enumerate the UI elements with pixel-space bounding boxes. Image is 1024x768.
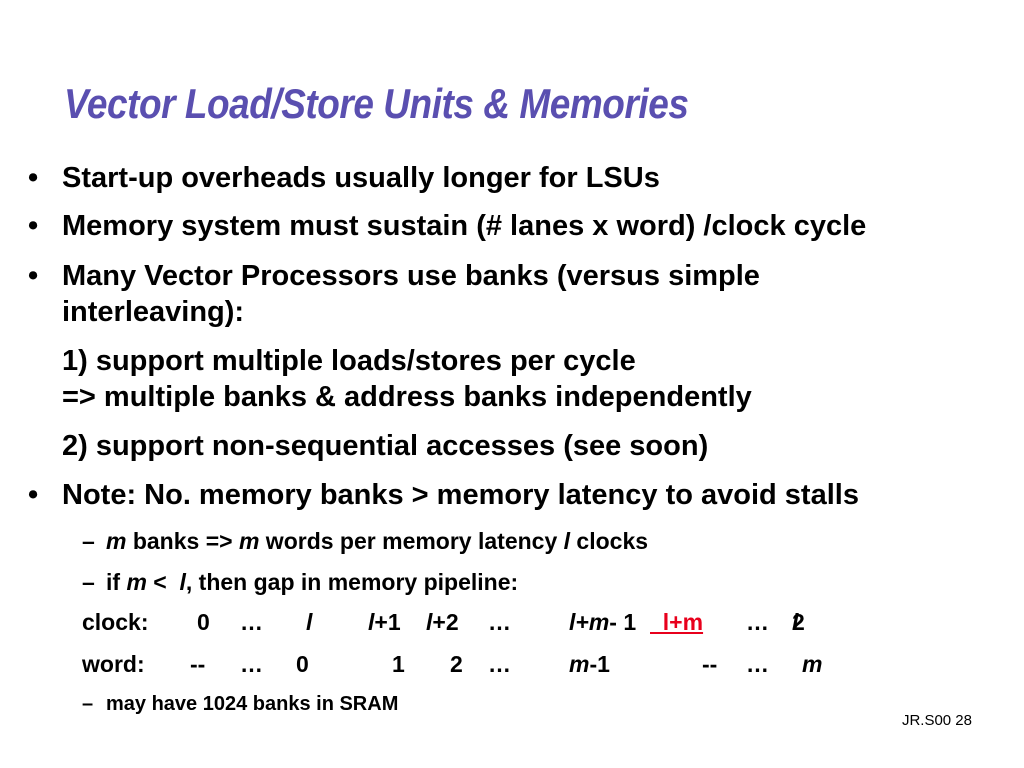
word-label: word: bbox=[82, 651, 145, 677]
numbered-point: 2) support non-sequential accesses (see … bbox=[62, 430, 709, 462]
text-part: clocks bbox=[570, 528, 649, 554]
text-part: if bbox=[106, 569, 127, 595]
clock-cell: l+1 bbox=[368, 608, 401, 636]
word-cell: … bbox=[240, 651, 263, 677]
clock-cell: l+2 bbox=[426, 608, 459, 636]
word-cell: m bbox=[802, 651, 823, 677]
word-cell: … bbox=[746, 651, 769, 677]
var-l: l bbox=[179, 569, 186, 595]
word-cell: -- bbox=[190, 651, 206, 677]
var-l: l bbox=[368, 609, 375, 635]
bullet-text: Note: No. memory banks > memory latency … bbox=[62, 479, 859, 511]
bullet-text: Many Vector Processors use banks (versus… bbox=[62, 260, 760, 292]
sub-bullet-text: m banks => m words per memory latency l … bbox=[106, 527, 648, 555]
var-l: l bbox=[563, 528, 571, 554]
var-m: m bbox=[126, 569, 147, 595]
word-cell: 2 bbox=[450, 651, 463, 677]
clock-label: clock: bbox=[82, 609, 149, 635]
clock-cell-highlight: l+m bbox=[650, 609, 704, 635]
text-part: -1 bbox=[589, 651, 610, 677]
word-cell: m-1 bbox=[569, 650, 610, 678]
clock-row: clock: 0 … l l+1 l+2 … l+m- 1 l+m … 2 l bbox=[82, 608, 882, 636]
var-m: +m bbox=[575, 609, 610, 635]
var-m: m bbox=[569, 651, 590, 677]
text-part: 2 bbox=[792, 609, 805, 635]
text-part: - 1 bbox=[609, 609, 637, 635]
clock-cell: … bbox=[488, 609, 511, 635]
bullet-continuation: interleaving): bbox=[62, 296, 245, 328]
clock-cell: l+m- 1 bbox=[569, 608, 636, 636]
sub-bullet-dash: – bbox=[82, 528, 95, 554]
word-cell: 1 bbox=[392, 651, 405, 677]
slide-title: Vector Load/Store Units & Memories bbox=[64, 80, 689, 127]
bullet-dot: • bbox=[28, 479, 39, 511]
clock-cell: … bbox=[240, 609, 263, 635]
text-part: +1 bbox=[374, 609, 401, 635]
var-m: m bbox=[238, 528, 260, 554]
sub-bullet-dash: – bbox=[82, 693, 94, 715]
word-row: word: -- … 0 1 2 … m-1 -- … m bbox=[82, 650, 882, 678]
sub-bullet-text: may have 1024 banks in SRAM bbox=[106, 693, 399, 715]
text-part: words per memory latency bbox=[259, 528, 564, 554]
word-cell: … bbox=[488, 651, 511, 677]
bullet-dot: • bbox=[28, 210, 39, 242]
clock-cell: 2 l bbox=[792, 608, 805, 636]
clock-cell: l bbox=[306, 609, 313, 635]
var-l: l bbox=[426, 609, 433, 635]
clock-cell: 0 bbox=[197, 609, 210, 635]
text-part: , then gap in memory pipeline: bbox=[185, 569, 519, 595]
var-m: m bbox=[106, 528, 127, 554]
clock-cell: … bbox=[746, 609, 769, 635]
word-cell: 0 bbox=[296, 651, 309, 677]
bullet-text: Memory system must sustain (# lanes x wo… bbox=[62, 210, 867, 242]
text-part: +2 bbox=[432, 609, 459, 635]
numbered-point-continuation: => multiple banks & address banks indepe… bbox=[62, 381, 752, 413]
numbered-point: 1) support multiple loads/stores per cyc… bbox=[62, 345, 636, 377]
slide-footer: JR.S00 28 bbox=[901, 712, 972, 729]
bullet-text: Start-up overheads usually longer for LS… bbox=[62, 162, 660, 194]
sub-bullet-dash: – bbox=[82, 569, 95, 595]
text-part: < bbox=[146, 569, 180, 595]
var-l: l bbox=[569, 609, 576, 635]
bullet-dot: • bbox=[28, 162, 39, 194]
sub-bullet-text: if m < l, then gap in memory pipeline: bbox=[106, 568, 518, 596]
word-cell: -- bbox=[702, 651, 718, 677]
var-l: l bbox=[792, 609, 799, 635]
text-part: banks => bbox=[126, 528, 239, 554]
bullet-dot: • bbox=[28, 260, 39, 292]
